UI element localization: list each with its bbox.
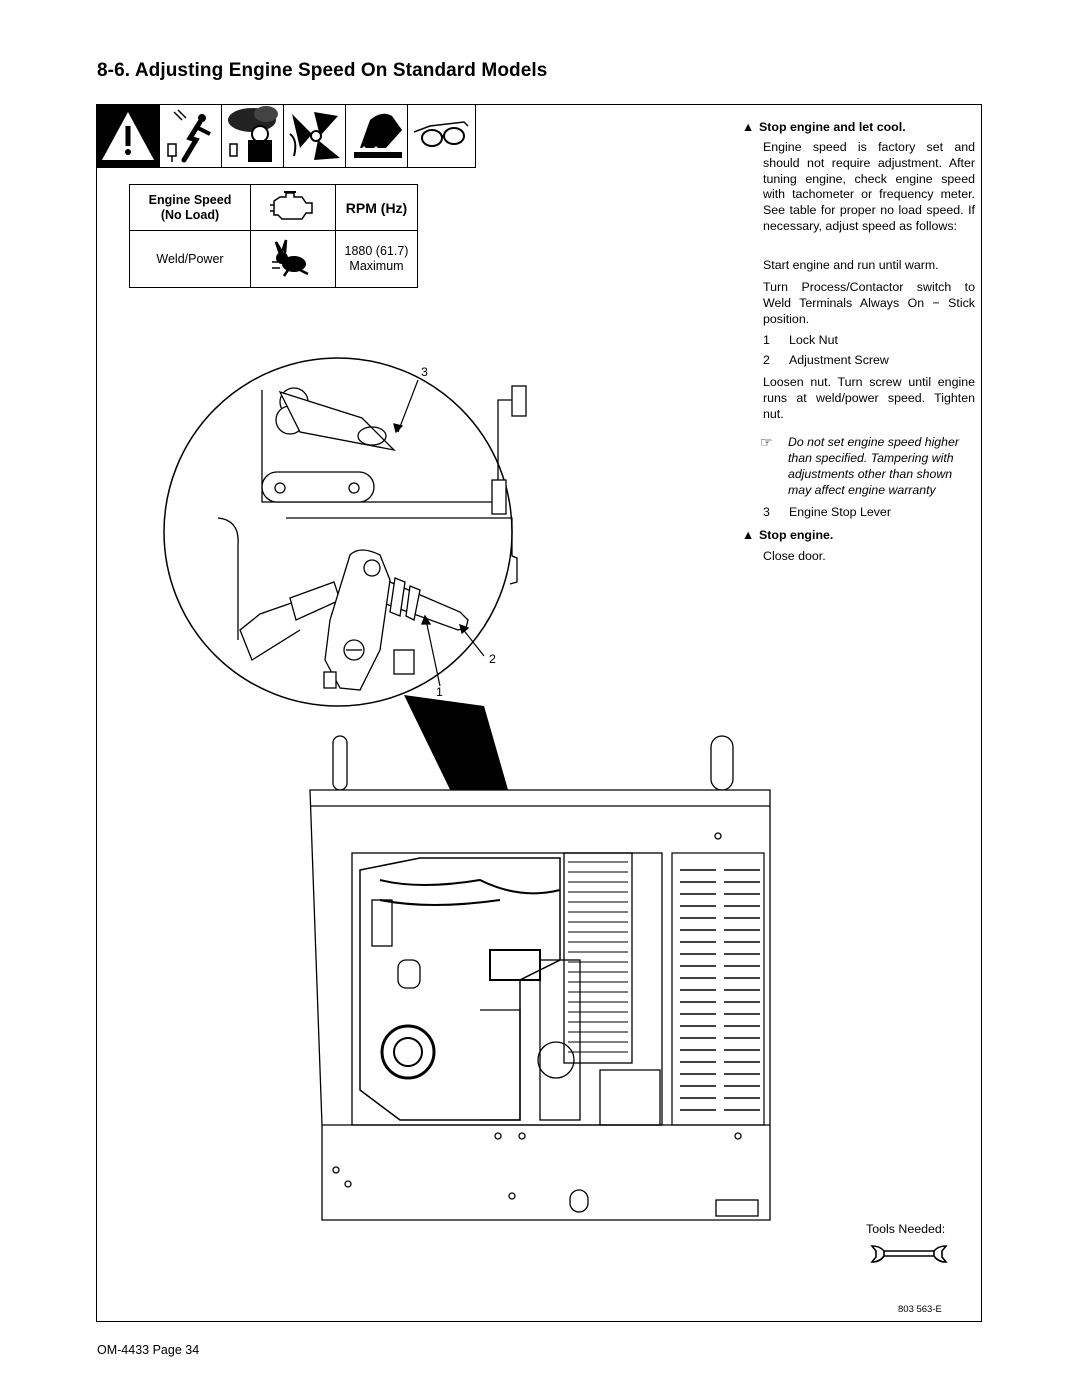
page-footer: OM-4433 Page 34 <box>97 1343 200 1357</box>
hot-parts-icon <box>346 104 408 167</box>
warn1-text: Stop engine and let cool. <box>759 120 906 134</box>
rpm-header: RPM (Hz) <box>335 184 418 231</box>
callout-2: 2 <box>489 652 496 666</box>
moving-parts-icon <box>284 104 346 167</box>
callout-1: 1 <box>436 685 443 699</box>
wrench-icon <box>870 1245 948 1263</box>
hazard-strip <box>96 104 476 168</box>
part-number: 803 563-E <box>898 1304 942 1315</box>
radiator-grille <box>568 861 628 1053</box>
item1-label: Lock Nut <box>789 333 838 347</box>
safety-glasses-icon <box>408 104 475 167</box>
item2-label: Adjustment Screw <box>789 353 889 367</box>
rabbit-icon <box>250 230 336 288</box>
pointing-hand-icon: ☞ <box>760 434 773 450</box>
detail-contents <box>217 379 527 691</box>
item3-number: 3 <box>763 505 770 519</box>
warning-icon <box>96 104 160 167</box>
welder-machine <box>309 735 771 1221</box>
item3-label: Engine Stop Lever <box>789 505 891 519</box>
warning-triangle-icon: ▲ <box>742 528 755 542</box>
rpm-maximum-label: Maximum <box>349 259 404 273</box>
warn2-text: Stop engine. <box>759 528 834 542</box>
engine-speed-table: Engine Speed (No Load) RPM (Hz) Weld/Pow… <box>129 184 418 288</box>
rpm-value: 1880 (61.7) <box>344 244 409 258</box>
instruction-para4: Loosen nut. Turn screw until engine runs… <box>763 375 975 421</box>
note-block: ☞ Do not set engine speed higher than sp… <box>760 434 976 498</box>
page-title: 8-6. Adjusting Engine Speed On Standard … <box>97 60 548 81</box>
no-load-label: (No Load) <box>160 207 220 222</box>
engine-speed-label: Engine Speed <box>148 192 232 207</box>
weld-power-label: Weld/Power <box>129 230 251 288</box>
item1-number: 1 <box>763 333 770 347</box>
engine-icon <box>250 184 336 231</box>
content-frame <box>96 104 982 1322</box>
electric-shock-icon <box>160 104 222 167</box>
warning-stop-engine-cool: ▲ Stop engine and let cool. <box>742 120 906 135</box>
instruction-para3: Turn Process/Contactor switch to Weld Te… <box>763 280 975 326</box>
instruction-para5: Close door. <box>763 549 826 563</box>
warning-triangle-icon: ▲ <box>742 120 755 134</box>
note-text: Do not set engine speed higher than spec… <box>788 435 959 497</box>
warning-stop-engine: ▲ Stop engine. <box>742 528 833 543</box>
instruction-para1: Engine speed is factory set and should n… <box>763 140 975 233</box>
louver-vents <box>680 869 760 1111</box>
item2-number: 2 <box>763 353 770 367</box>
tools-needed-label: Tools Needed: <box>866 1222 946 1236</box>
fumes-icon <box>222 104 284 167</box>
instruction-para2: Start engine and run until warm. <box>763 258 939 272</box>
weld-power-rpm: 1880 (61.7) Maximum <box>335 230 418 288</box>
callout-3: 3 <box>421 365 428 379</box>
